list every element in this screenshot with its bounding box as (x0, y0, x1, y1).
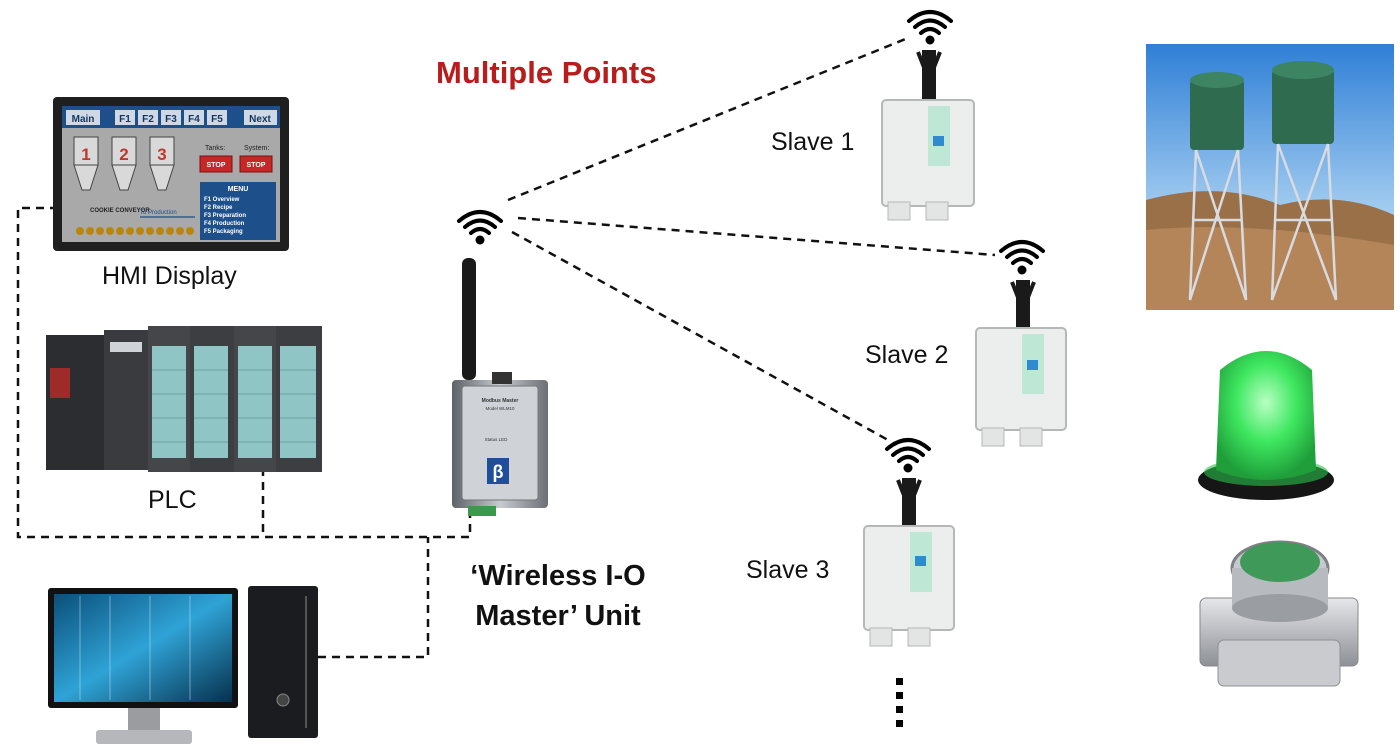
master-caption-line1: ‘Wireless I-O (470, 560, 646, 592)
wifi-icon (999, 240, 1045, 277)
master-device: Modbus Master Model WLM10 Status LED β (452, 258, 548, 516)
svg-text:Next: Next (249, 114, 271, 125)
svg-text:STOP: STOP (247, 162, 266, 169)
master-caption: ‘Wireless I-O Master’ Unit (408, 556, 708, 636)
svg-text:F3 Preparation: F3 Preparation (204, 213, 246, 219)
svg-text:2: 2 (119, 145, 128, 164)
link-pc-master (318, 537, 430, 659)
svg-text:F4: F4 (188, 114, 200, 125)
hmi-label: HMI Display (102, 262, 237, 290)
svg-text:F3: F3 (165, 114, 177, 125)
svg-text:System:: System: (244, 145, 269, 152)
plc-rack (46, 326, 322, 472)
svg-text:F1 Overview: F1 Overview (204, 197, 240, 203)
svg-text:Modbus Master: Modbus Master (482, 398, 519, 404)
slave-device-1 (881, 50, 975, 221)
svg-text:MENU: MENU (228, 186, 249, 193)
wireless-links (507, 36, 996, 442)
wireless-link-slave2 (517, 216, 996, 257)
slave-device-2 (975, 280, 1067, 447)
svg-text:3: 3 (157, 145, 166, 164)
svg-text:F4 Production: F4 Production (204, 221, 245, 227)
hmi-cookies (76, 227, 194, 235)
wifi-icon (885, 438, 931, 475)
svg-text:F1: F1 (119, 114, 131, 125)
master-antenna (462, 258, 476, 380)
slave1-label: Slave 1 (771, 128, 855, 156)
svg-text:Model WLM10: Model WLM10 (485, 406, 515, 411)
wireless-link-slave3 (511, 230, 889, 442)
wifi-icon (457, 210, 503, 247)
svg-text:F5 Packaging: F5 Packaging (204, 229, 243, 235)
svg-text:1: 1 (81, 145, 90, 164)
svg-text:STOP: STOP (207, 162, 226, 169)
slave2-label: Slave 2 (865, 341, 949, 369)
master-caption-line2: Master’ Unit (475, 600, 641, 632)
link-hmi-master (16, 206, 472, 539)
signal-lamp (1198, 351, 1334, 500)
wired-links (16, 206, 472, 659)
svg-text:β: β (493, 462, 504, 482)
svg-text:Tanks:: Tanks: (205, 145, 225, 152)
wireless-link-slave1 (507, 36, 909, 202)
diagram-title: Multiple Points (436, 55, 657, 90)
hmi-display: Main F1 F2 F3 F4 F5 Next 1 2 3 Tanks: Sy… (53, 97, 289, 251)
more-slaves-ellipsis (896, 678, 903, 727)
svg-text:F2 Recipe: F2 Recipe (204, 205, 233, 211)
svg-text:To Production: To Production (140, 210, 177, 216)
hmi-silos (73, 136, 175, 191)
svg-text:Main: Main (72, 114, 95, 125)
svg-text:F2: F2 (142, 114, 154, 125)
svg-text:COOKIE CONVEYOR: COOKIE CONVEYOR (90, 208, 150, 214)
pc-workstation (48, 586, 318, 744)
wifi-icon (907, 10, 953, 47)
slave3-label: Slave 3 (746, 556, 830, 584)
hmi-nav: Main F1 F2 F3 F4 F5 Next (66, 110, 277, 125)
water-tower-photo (1146, 44, 1394, 310)
svg-text:F5: F5 (211, 114, 223, 125)
plc-label: PLC (148, 486, 197, 514)
slave-device-3 (863, 478, 955, 647)
svg-text:Status LED: Status LED (485, 437, 509, 442)
push-button (1199, 540, 1359, 687)
